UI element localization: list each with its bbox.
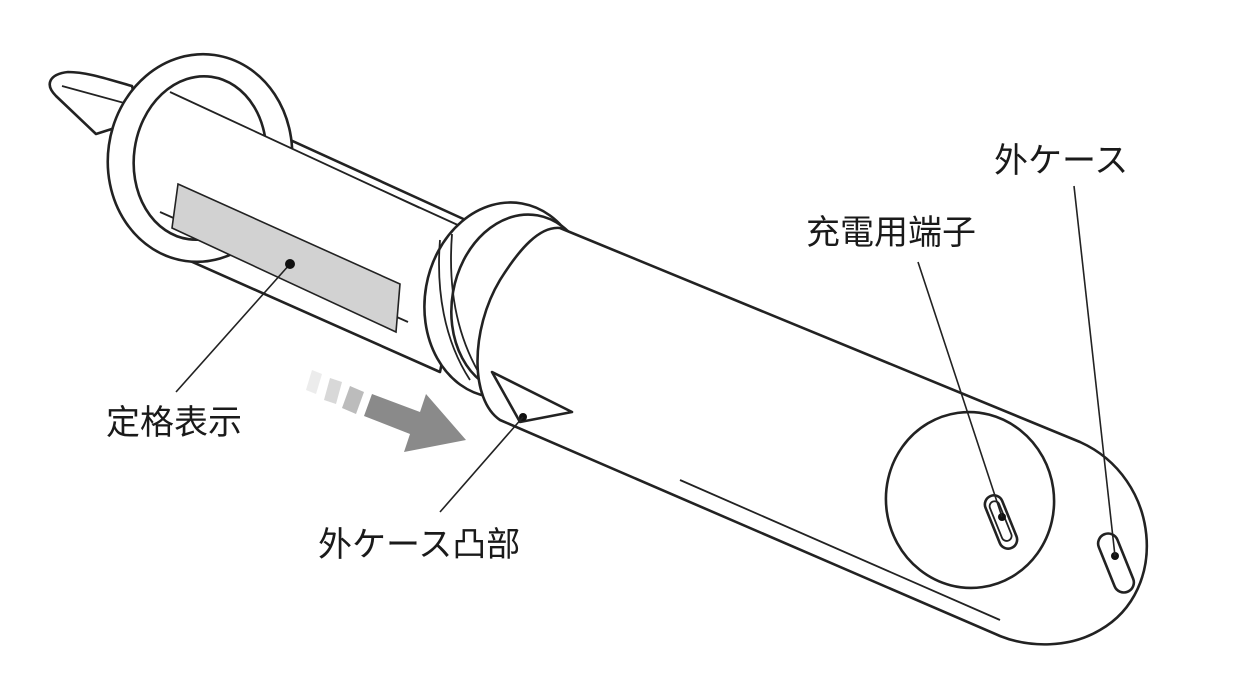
label-rating: 定格表示 [106,403,242,443]
label-outer-case: 外ケース [994,141,1128,181]
label-charging-terminal: 充電用端子 [806,213,976,253]
label-outer-case-tab: 外ケース凸部 [318,525,520,565]
insertion-arrow [306,370,466,452]
leader-rating [176,264,290,392]
outer-case [478,228,1147,644]
